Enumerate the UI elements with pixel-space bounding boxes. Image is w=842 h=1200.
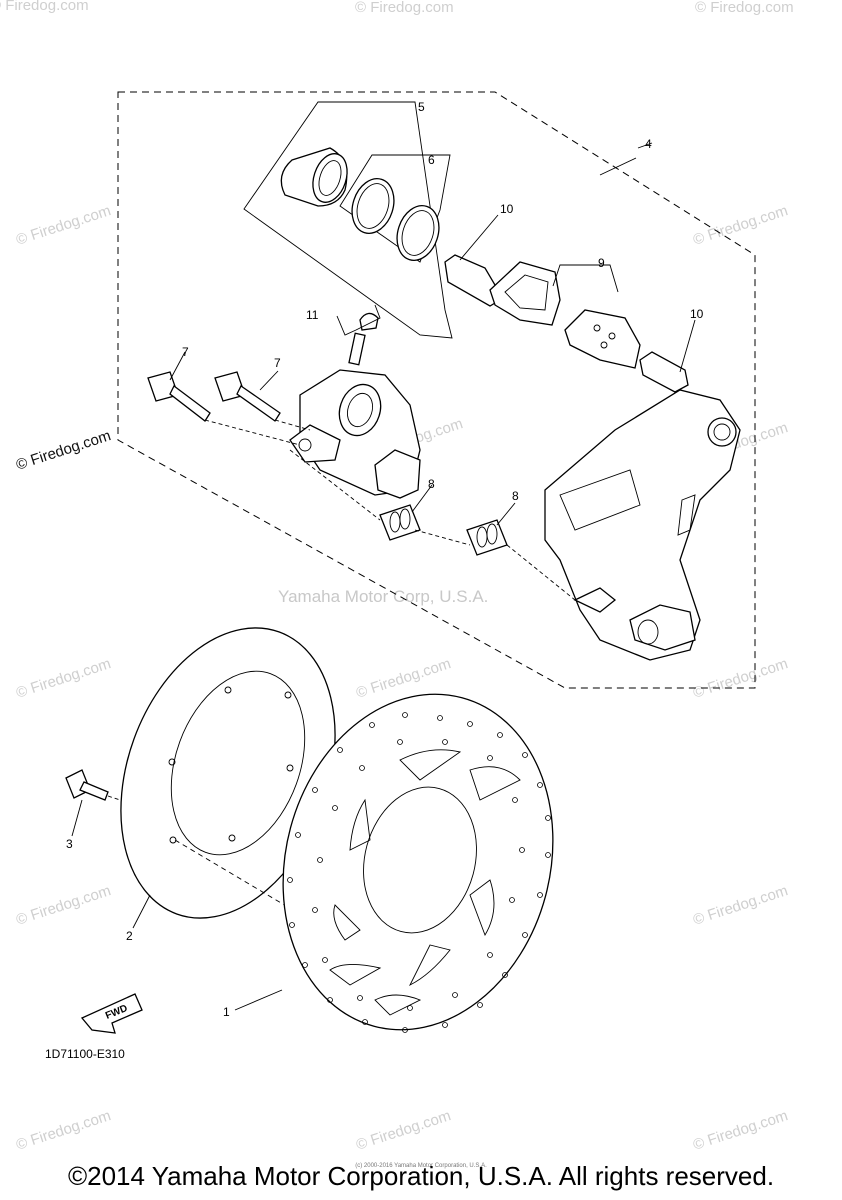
callout-8a: 8 [428,477,435,491]
bolt-axis-line [274,419,311,431]
watermark: © Firedog.com [14,655,113,702]
callout-3: 3 [66,837,73,851]
fwd-arrow-icon: FWD [80,993,143,1034]
watermark: © Firedog.com [691,1107,790,1154]
callout-5: 5 [418,100,425,114]
brake-disc [282,693,554,1033]
callout-10b-leader [679,319,696,373]
callout-8b: 8 [512,489,519,503]
callout-7b-leader [259,370,279,391]
seal-kit-group-outline [243,101,453,339]
callout-2-leader [132,894,151,929]
diagram-code: 1D71100-E310 [45,1047,125,1061]
callout-9-bracket [552,264,619,293]
disc-holes [287,712,551,1033]
callout-7a: 7 [182,345,189,359]
bolt-axis-line [204,419,301,446]
caliper-body [289,369,421,499]
caliper-assembly-boundary [117,91,756,689]
callout-6: 6 [428,153,435,167]
piston [280,147,348,207]
pin-axis-line [506,544,576,601]
pin-axis-line [289,449,381,521]
watermark: © Firedog.com [695,0,794,16]
caliper-bolts [147,371,281,422]
pin-axis-line [414,529,471,546]
callout-4-tick [637,142,653,149]
watermark: © Firedog.com [691,655,790,702]
side-watermark: © Firedog.com [14,427,113,474]
callout-4-leader [599,157,637,176]
callout-1: 1 [223,1005,230,1019]
callout-7a-leader [169,351,186,381]
watermark: © Firedog.com [691,882,790,929]
watermark: © Firedog.com [0,0,89,14]
watermark: © Firedog.com [691,202,790,249]
callout-11: 11 [306,308,319,322]
piston-seals [351,178,440,261]
callout-3-leader [71,799,83,837]
callout-10a: 10 [500,202,514,216]
tiny-notice: (c) 2000-2016 Yamaha Motor Corporation, … [355,1163,487,1169]
callout-10a-leader [459,214,499,261]
center-watermark: Yamaha Motor Corp, U.S.A. [278,587,488,606]
brake-pads [489,261,641,369]
watermark: © Firedog.com [14,882,113,929]
callout-9: 9 [598,256,605,270]
callout-10b: 10 [690,307,704,321]
callouts: 5 6 4 10 9 10 11 7 7 8 8 3 2 1 1D71100-E… [45,100,704,1061]
watermark: © Firedog.com [14,202,113,249]
callout-11-bracket [336,304,381,336]
callout-8a-leader [411,484,433,513]
disc-bolt [65,769,109,801]
callout-2: 2 [126,929,133,943]
watermark: © Firedog.com [354,1107,453,1154]
callout-7b: 7 [274,356,281,370]
callout-8b-leader [496,502,516,526]
caliper-bracket [544,389,741,661]
pin-boots [379,504,508,556]
callout-1-leader [234,989,283,1011]
callout-4: 4 [645,137,652,151]
watermark: © Firedog.com [14,1107,113,1154]
watermark: © Firedog.com [355,0,454,16]
bolt-axis-line [107,795,121,801]
pad-shim [444,254,689,393]
copyright-footer: ©2014 Yamaha Motor Corporation, U.S.A. A… [67,1161,775,1191]
